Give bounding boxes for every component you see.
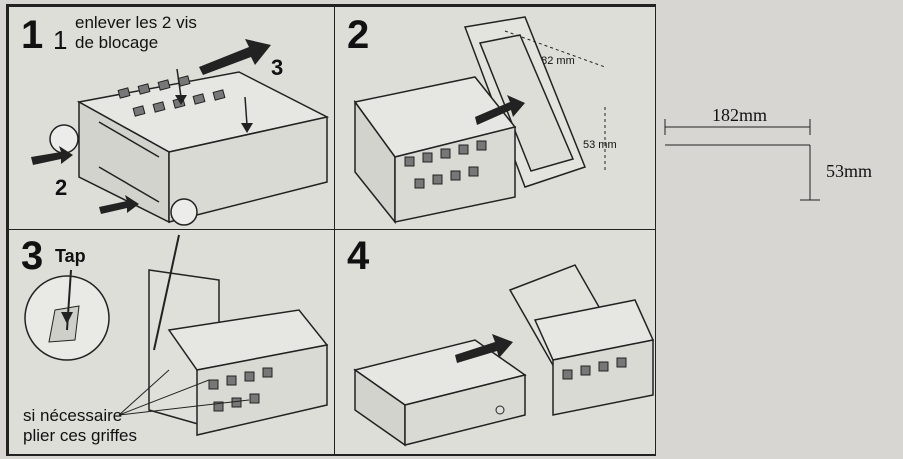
installation-diagram: 1 1 enlever les 2 vis de blocage 3 2 bbox=[6, 4, 656, 456]
panel-step-4: 4 bbox=[334, 229, 656, 455]
note-line-2: plier ces griffes bbox=[23, 426, 138, 445]
tab-bending-drawing bbox=[24, 234, 329, 436]
panel-step-1: 1 1 enlever les 2 vis de blocage 3 2 bbox=[8, 6, 336, 231]
step-number: 1 bbox=[21, 13, 44, 57]
screwdriver-icon bbox=[153, 234, 180, 351]
step-number: 2 bbox=[347, 13, 370, 57]
mounting-sleeve-drawing bbox=[353, 16, 606, 225]
instruction-line-2: de blocage bbox=[75, 33, 159, 52]
note-line-1: si nécessaire bbox=[23, 406, 123, 425]
step-number: 3 bbox=[21, 234, 44, 278]
step-number: 4 bbox=[347, 234, 370, 278]
insert-unit-drawing bbox=[353, 264, 655, 447]
height-label: 53mm bbox=[826, 161, 873, 181]
arrow-label-3: 3 bbox=[271, 55, 284, 80]
panel-step-2: 2 182 mm 53 mm bbox=[334, 6, 656, 231]
step-1-instruction: enlever les 2 vis de blocage bbox=[75, 13, 197, 53]
arrow-label-2: 2 bbox=[55, 175, 68, 200]
instruction-line-1: enlever les 2 vis bbox=[75, 13, 197, 32]
substep-number: 1 bbox=[53, 25, 68, 55]
radio-unit-drawing bbox=[31, 39, 330, 226]
width-label: 182mm bbox=[712, 105, 768, 125]
bend-tabs-note: si nécessaire plier ces griffes bbox=[23, 406, 137, 446]
tap-label: Tap bbox=[55, 246, 86, 266]
dimension-diagram: 182mm 53mm bbox=[660, 105, 900, 215]
panel-step-3: 3 Tap si nécessaire plier ces griffes bbox=[8, 229, 336, 455]
dimension-height: 53 mm bbox=[583, 139, 617, 151]
dimension-width: 182 mm bbox=[535, 55, 575, 67]
dimension-lines bbox=[664, 119, 820, 201]
